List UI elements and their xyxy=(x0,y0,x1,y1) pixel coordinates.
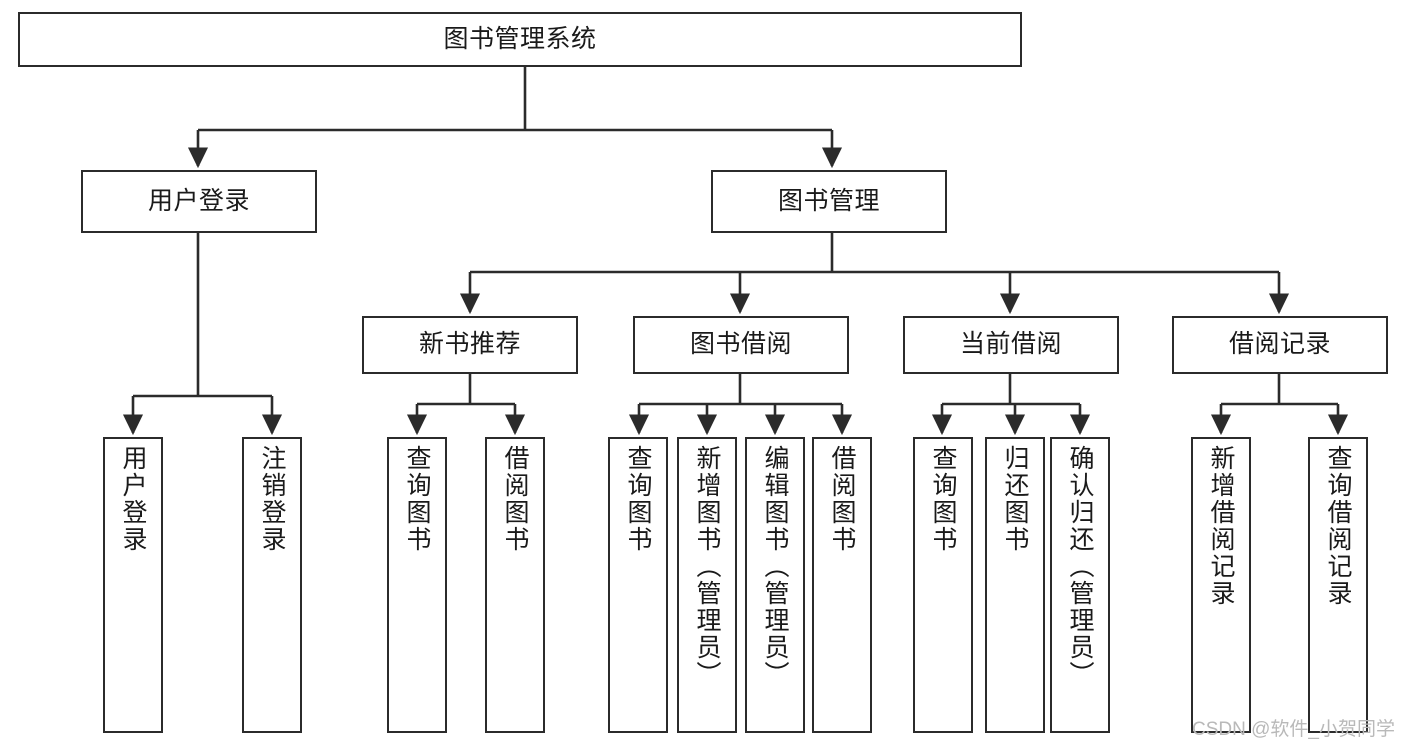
node-label: 确认归还（管理员） xyxy=(1066,445,1094,688)
node-label: 新书推荐 xyxy=(418,330,521,359)
node-book-borrowing[interactable]: 图书借阅 xyxy=(633,316,849,374)
leaf-new-book-query-books[interactable]: 查询图书 xyxy=(387,437,447,733)
leaf-borrow-record-add-record[interactable]: 新增借阅记录 xyxy=(1191,437,1251,733)
node-label: 归还图书 xyxy=(1001,445,1029,553)
node-label: 借阅图书 xyxy=(501,445,529,553)
node-current-borrowing[interactable]: 当前借阅 xyxy=(903,316,1119,374)
csdn-watermark: CSDN @软件_小贺同学 xyxy=(1192,719,1395,740)
leaf-current-borrow-return-books[interactable]: 归还图书 xyxy=(985,437,1045,733)
node-label: 借阅记录 xyxy=(1228,330,1331,359)
node-book-management[interactable]: 图书管理 xyxy=(711,170,947,233)
node-root-library-management-system[interactable]: 图书管理系统 xyxy=(18,12,1022,67)
node-label: 用户登录 xyxy=(119,445,147,553)
node-label: 当前借阅 xyxy=(959,330,1062,359)
node-label: 注销登录 xyxy=(258,445,286,553)
leaf-user-login-signin[interactable]: 用户登录 xyxy=(103,437,163,733)
node-label: 新增图书（管理员） xyxy=(693,445,721,688)
leaf-book-borrow-edit-book-admin[interactable]: 编辑图书（管理员） xyxy=(745,437,805,733)
leaf-user-login-signout[interactable]: 注销登录 xyxy=(242,437,302,733)
leaf-book-borrow-borrow-books[interactable]: 借阅图书 xyxy=(812,437,872,733)
leaf-current-borrow-confirm-return-admin[interactable]: 确认归还（管理员） xyxy=(1050,437,1110,733)
node-label: 图书管理系统 xyxy=(443,24,597,53)
node-label: 查询图书 xyxy=(929,445,957,553)
leaf-current-borrow-query-books[interactable]: 查询图书 xyxy=(913,437,973,733)
node-label: 图书管理 xyxy=(777,186,880,215)
node-label: 用户登录 xyxy=(147,186,250,215)
node-label: 借阅图书 xyxy=(828,445,856,553)
node-user-login[interactable]: 用户登录 xyxy=(81,170,317,233)
node-label: 新增借阅记录 xyxy=(1207,445,1235,607)
node-label: 编辑图书（管理员） xyxy=(761,445,789,688)
node-new-book-recommendation[interactable]: 新书推荐 xyxy=(362,316,578,374)
node-label: 图书借阅 xyxy=(689,330,792,359)
node-label: 查询图书 xyxy=(624,445,652,553)
leaf-new-book-borrow-books[interactable]: 借阅图书 xyxy=(485,437,545,733)
leaf-book-borrow-query-books[interactable]: 查询图书 xyxy=(608,437,668,733)
leaf-borrow-record-query-record[interactable]: 查询借阅记录 xyxy=(1308,437,1368,733)
node-label: 查询借阅记录 xyxy=(1324,445,1352,607)
node-borrowing-record[interactable]: 借阅记录 xyxy=(1172,316,1388,374)
node-label: 查询图书 xyxy=(403,445,431,553)
leaf-book-borrow-add-book-admin[interactable]: 新增图书（管理员） xyxy=(677,437,737,733)
